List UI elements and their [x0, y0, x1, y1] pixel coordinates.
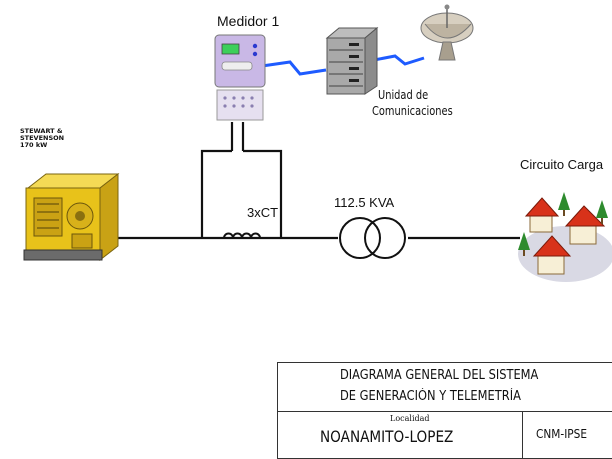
house-icon — [524, 197, 560, 233]
ct-label: 3xCT — [247, 205, 279, 220]
title-line1: DIAGRAMA GENERAL DEL SISTEMA — [340, 368, 539, 383]
comm-link-meter-to-unit — [261, 60, 327, 76]
generator-icon — [23, 172, 120, 262]
communications-unit-icon — [325, 26, 379, 95]
generator-label-line1: STEWART & — [20, 127, 63, 135]
transformer-icon — [339, 217, 406, 259]
title-block: DIAGRAMA GENERAL DEL SISTEMA DE GENERACI… — [277, 362, 612, 459]
title-line2: DE GENERACIÓN Y TELEMETRÍA — [340, 389, 521, 404]
satellite-dish-icon — [420, 4, 474, 61]
house-icon — [532, 235, 572, 275]
load-circuit-label: Circuito Carga — [520, 157, 604, 172]
locality-name: NOANAMITO-LOPEZ — [320, 427, 454, 446]
ct-loop-right — [243, 149, 283, 238]
meter-label: Medidor 1 — [217, 13, 280, 29]
comms-label-line1: Unidad de — [378, 88, 429, 102]
ct-loop-left — [200, 149, 232, 238]
load-circuit-icon — [518, 192, 612, 282]
tree-icon — [518, 192, 608, 256]
locality-caption: Localidad — [390, 414, 430, 423]
meter-icon — [214, 34, 266, 121]
comm-link-unit-to-dish — [373, 54, 425, 66]
drawing-code: CNM-IPSE — [536, 427, 588, 441]
comms-label-line2: Comunicaciones — [372, 104, 453, 118]
ct-coil-icon — [223, 232, 261, 239]
transformer-label: 112.5 KVA — [334, 195, 395, 210]
generator-label-line2: STEVENSON — [20, 134, 65, 142]
house-icon — [564, 205, 606, 245]
generator-label-line3: 170 kW — [20, 141, 48, 149]
